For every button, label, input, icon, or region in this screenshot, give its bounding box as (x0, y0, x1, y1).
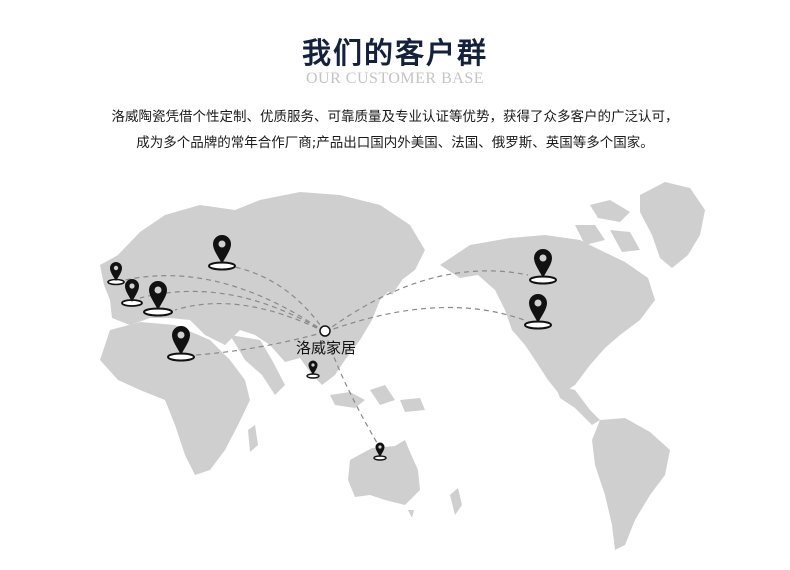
map-pin-icon[interactable] (208, 235, 236, 271)
page-subtitle: OUR CUSTOMER BASE (305, 70, 484, 87)
hub-point-icon (319, 325, 331, 337)
greenland-land (640, 182, 705, 268)
map-pin-icon[interactable] (107, 262, 125, 286)
map-pin-icon[interactable] (524, 294, 552, 330)
map-pin-icon[interactable] (167, 326, 195, 362)
map-pin-icon[interactable] (121, 279, 143, 307)
map-pin-icon[interactable] (373, 442, 387, 461)
australia-land (348, 440, 420, 505)
description-line-1: 洛威陶瓷凭借个性定制、优质服务、可靠质量及专业认证等优势，获得了众多客户的广泛认… (111, 109, 679, 125)
continents (100, 182, 705, 550)
africa-land (100, 322, 250, 475)
world-map (100, 182, 705, 550)
description-line-2: 成为多个品牌的常年合作厂商;产品出口国内外美国、法国、俄罗斯、英国等多个国家。 (136, 135, 654, 151)
hub-label: 洛威家居 (296, 339, 357, 357)
page-title: 我们的客户群 (301, 36, 488, 70)
map-pin-icon[interactable] (306, 360, 320, 379)
north-america-land (440, 235, 655, 395)
map-pin-icon[interactable] (143, 281, 173, 317)
location-markers (107, 235, 557, 461)
eurasia-land (100, 192, 425, 385)
routes (124, 266, 529, 449)
map-pin-icon[interactable] (529, 249, 557, 285)
south-america-land (592, 418, 670, 550)
